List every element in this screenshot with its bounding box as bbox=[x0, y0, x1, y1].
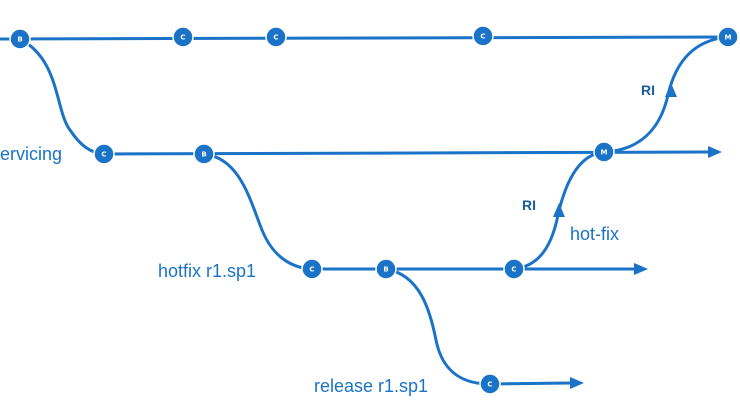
branch-curve-main-to-servicing bbox=[18, 37, 106, 156]
hotfix-branch-label: hotfix r1.sp1 bbox=[158, 261, 256, 281]
commit-node-main-c3: C bbox=[472, 25, 494, 47]
release-branch-label: release r1.sp1 bbox=[314, 376, 428, 396]
commit-node-letter: C bbox=[101, 151, 106, 159]
commit-node-servicing-c1: C bbox=[93, 143, 115, 165]
servicing-arrowhead bbox=[708, 146, 722, 158]
hotfix-edge-label: hot-fix bbox=[570, 224, 619, 244]
commit-node-letter: B bbox=[383, 266, 388, 274]
commit-node-servicing-b1: B bbox=[193, 143, 215, 165]
commit-node-letter: M bbox=[725, 34, 732, 42]
ri-lower-arrowhead bbox=[553, 203, 565, 217]
commit-node-main-b1: B bbox=[9, 28, 31, 50]
commit-node-letter: C bbox=[309, 266, 314, 274]
main-branch-line bbox=[0, 35, 730, 41]
ri-lower-label: RI bbox=[522, 197, 536, 213]
commit-node-letter: C bbox=[511, 266, 516, 274]
branch-curve-hotfix-to-release bbox=[384, 267, 492, 386]
commit-node-hotfix-c1: C bbox=[301, 258, 323, 280]
release-branch-line bbox=[488, 381, 572, 386]
commit-node-letter: C bbox=[273, 34, 278, 42]
commit-node-letter: B bbox=[201, 151, 206, 159]
hotfix-arrowhead bbox=[634, 263, 648, 275]
commit-node-servicing-m1: M bbox=[593, 141, 615, 163]
commit-node-main-c1: C bbox=[172, 26, 194, 48]
ri-upper-label: RI bbox=[641, 82, 655, 98]
branch-curve-servicing-to-hotfix bbox=[202, 152, 314, 271]
ri-curve-servicing-to-main bbox=[602, 35, 730, 154]
commit-node-hotfix-b1: B bbox=[375, 258, 397, 280]
ri-upper-arrowhead bbox=[665, 83, 677, 97]
commit-node-letter: M bbox=[601, 149, 608, 157]
commit-node-letter: C bbox=[180, 34, 185, 42]
commit-node-main-c2: C bbox=[265, 26, 287, 48]
release-arrowhead bbox=[570, 377, 584, 389]
servicing-branch-label: ervicing bbox=[0, 144, 62, 164]
commit-node-letter: B bbox=[17, 36, 22, 44]
commit-node-hotfix-c2: C bbox=[503, 258, 525, 280]
commit-node-letter: C bbox=[480, 33, 485, 41]
commit-node-letter: C bbox=[487, 381, 492, 389]
commit-node-main-m1: M bbox=[717, 26, 739, 48]
commit-node-release-c1: C bbox=[479, 373, 501, 395]
